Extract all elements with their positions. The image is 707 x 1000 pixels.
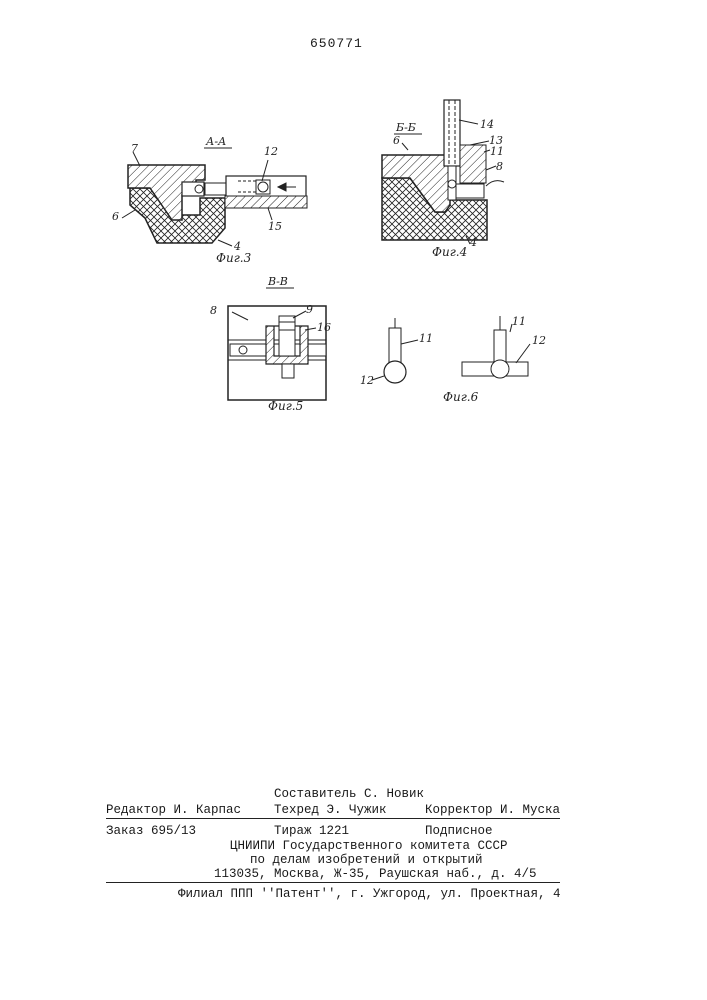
fig4-section-label: Б-Б <box>395 121 416 134</box>
footer-rule-2 <box>106 882 560 883</box>
footer-corrector: Корректор И. Муска <box>425 803 560 817</box>
footer-branch: Филиал ППП ''Патент'', г. Ужгород, ул. П… <box>178 887 561 901</box>
fig3-caption: Фиг.3 <box>216 251 252 265</box>
fig5-label-8: 8 <box>210 304 217 317</box>
fig4-label-11: 11 <box>490 145 504 158</box>
figure-3: А-А 7 12 6 4 15 Фиг.3 <box>112 135 307 265</box>
fig4-caption: Фиг.4 <box>432 245 467 259</box>
footer-org-line1: ЦНИИПИ Государственного комитета СССР <box>230 839 508 853</box>
fig6-right-label-11: 11 <box>512 315 526 328</box>
footer-editor: Редактор И. Карпас <box>106 803 241 817</box>
fig4-label-8: 8 <box>496 160 503 173</box>
footer-rule-1 <box>106 818 560 819</box>
fig5-caption: Фиг.5 <box>268 399 303 413</box>
fig5-label-9: 9 <box>306 303 313 316</box>
fig3-label-7: 7 <box>131 142 138 155</box>
fig6-right-label-12: 12 <box>532 334 546 347</box>
footer-print-run: Тираж 1221 <box>274 824 349 838</box>
fig5-label-16: 16 <box>317 321 331 334</box>
fig4-label-6: 6 <box>393 134 400 147</box>
footer-compiler: Составитель С. Новик <box>274 787 424 801</box>
fig4-label-4: 4 <box>469 236 477 249</box>
figure-4: Б-Б 14 13 11 6 8 4 Фиг.4 <box>382 100 504 259</box>
fig3-label-6: 6 <box>112 210 119 223</box>
fig5-section-label: В-В <box>267 275 288 288</box>
footer-subscription: Подписное <box>425 824 493 838</box>
fig6-left-label-11: 11 <box>419 332 433 345</box>
footer-address: 113035, Москва, Ж-35, Раушская наб., д. … <box>214 867 537 881</box>
footer-order: Заказ 695/13 <box>106 824 196 838</box>
fig4-label-14: 14 <box>480 118 494 131</box>
fig6-left-label-12: 12 <box>360 374 374 387</box>
fig3-label-15: 15 <box>268 220 282 233</box>
fig6-caption: Фиг.6 <box>443 390 479 404</box>
drawings-sheet: А-А 7 12 6 4 15 Фиг.3 Б-Б <box>0 0 707 480</box>
figure-5: В-В 8 9 16 Фиг.5 <box>210 275 331 413</box>
figure-6: 11 12 11 12 Фиг.6 <box>360 315 546 404</box>
footer-techred: Техред Э. Чужик <box>274 803 387 817</box>
footer-org-line2: по делам изобретений и открытий <box>250 853 483 867</box>
fig3-label-12: 12 <box>264 145 278 158</box>
fig3-section-label: А-А <box>205 135 226 148</box>
